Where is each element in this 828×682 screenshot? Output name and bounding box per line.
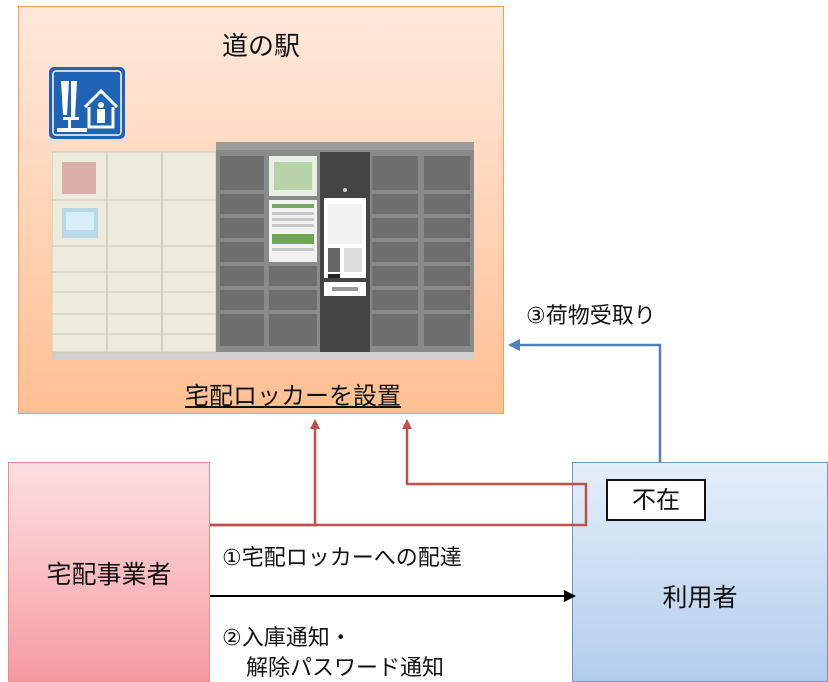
step2-label-line2: 解除パスワード通知 (246, 656, 445, 681)
step1-label: ①宅配ロッカーへの配達 (222, 546, 462, 571)
absent-badge: 不在 (606, 479, 706, 521)
delivery-to-locker-connector (210, 419, 320, 527)
step2-label-line1: ②入庫通知・ (222, 626, 352, 651)
delivery-company-box (8, 462, 210, 682)
delivery-locker-illustration (52, 142, 474, 360)
locker-caption: 宅配ロッカーを設置 (185, 382, 401, 410)
absent-redirect-connector (210, 419, 588, 527)
delivery-company-label: 宅配事業者 (46, 560, 172, 589)
station-title: 道の駅 (221, 32, 300, 62)
step3-label: ③荷物受取り (526, 304, 656, 329)
user-label: 利用者 (662, 583, 738, 612)
pickup-connector (508, 339, 662, 462)
roadside-station-sign-icon (49, 67, 125, 139)
